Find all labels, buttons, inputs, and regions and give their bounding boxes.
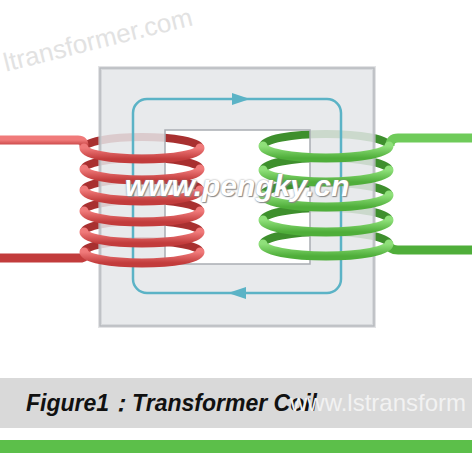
coil-turn xyxy=(84,211,200,222)
primary-coil xyxy=(84,148,200,263)
coil-turn xyxy=(84,148,200,159)
coil-turn xyxy=(263,146,389,158)
coil-turn xyxy=(263,244,389,256)
bottom-stripe xyxy=(0,440,472,453)
figure-caption: Figure1：Transformer Coil xyxy=(26,388,317,419)
secondary-lead xyxy=(388,244,472,250)
coil-turn xyxy=(84,232,200,243)
watermark: www.pengky.cn xyxy=(125,169,350,203)
coil-turn xyxy=(263,220,389,232)
watermark: www.lstransform xyxy=(290,389,466,417)
flux-arrow xyxy=(232,93,250,105)
primary-lead xyxy=(0,252,86,258)
caption-band xyxy=(0,378,472,428)
secondary-lead xyxy=(390,138,472,146)
coil-turn xyxy=(84,252,200,263)
transformer-core xyxy=(100,68,374,326)
flux-arrow xyxy=(228,287,246,299)
primary-lead xyxy=(0,140,84,146)
core-edge xyxy=(100,68,374,326)
